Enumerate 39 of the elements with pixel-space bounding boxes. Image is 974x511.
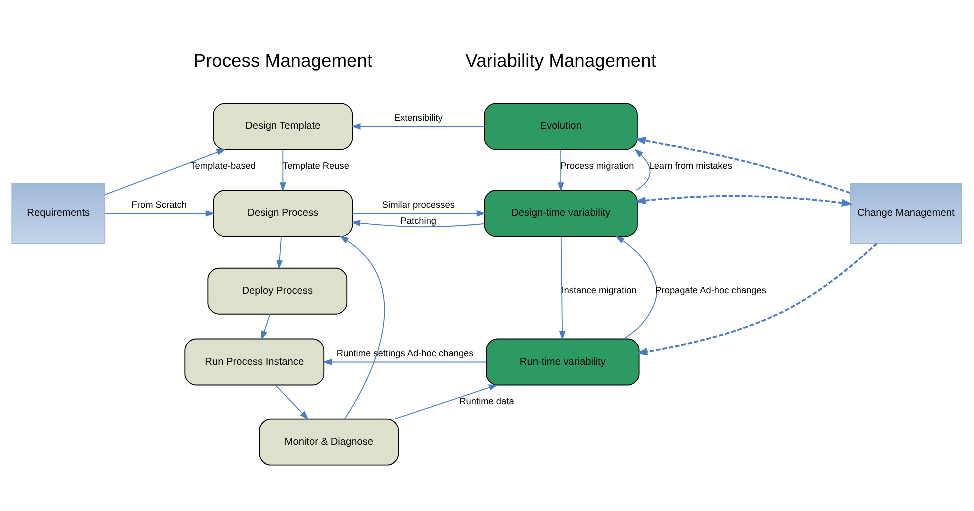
arrow — [104, 210, 216, 217]
arrow — [634, 148, 651, 191]
edge-label: Patching — [400, 216, 437, 226]
arrow — [395, 384, 498, 420]
node-box: Monitor & Diagnose — [259, 418, 400, 466]
arrow — [104, 149, 226, 196]
edge-label: Similar processes — [382, 200, 455, 210]
node-box: Requirements — [12, 183, 106, 244]
arrow — [322, 359, 487, 366]
arrow — [634, 195, 854, 208]
edge-label: From Scratch — [132, 200, 187, 210]
arrow — [352, 123, 486, 130]
edge-label: Learn from mistakes — [649, 160, 732, 171]
label: Process Management — [194, 50, 373, 71]
arrow — [280, 149, 286, 192]
arrow — [340, 236, 386, 420]
node-box: Run-time variability — [486, 338, 640, 386]
edge-label: Template-based — [190, 160, 256, 171]
arrow — [352, 210, 486, 217]
node-box: Design Process — [213, 190, 354, 238]
edge-label: Instance migration — [562, 286, 637, 296]
arrow — [616, 236, 658, 340]
node-box: Evolution — [484, 103, 638, 150]
node-box: Deploy Process — [208, 268, 348, 315]
node-box: Change Management — [850, 183, 962, 244]
arrow — [276, 236, 284, 270]
arrow — [634, 137, 851, 194]
arrow — [351, 220, 485, 228]
node-box: Design-time variability — [484, 190, 638, 238]
node-box: Design Template — [213, 103, 354, 150]
arrow — [558, 149, 564, 192]
arrow — [636, 242, 878, 356]
node-box: Run Process Instance — [184, 338, 325, 386]
edge-label: Runtime data — [460, 396, 514, 407]
edge-label: Extensibility — [394, 113, 443, 124]
arrow — [275, 384, 309, 420]
arrow — [261, 314, 271, 340]
arrow — [559, 236, 566, 340]
label: Variability Management — [466, 50, 656, 71]
